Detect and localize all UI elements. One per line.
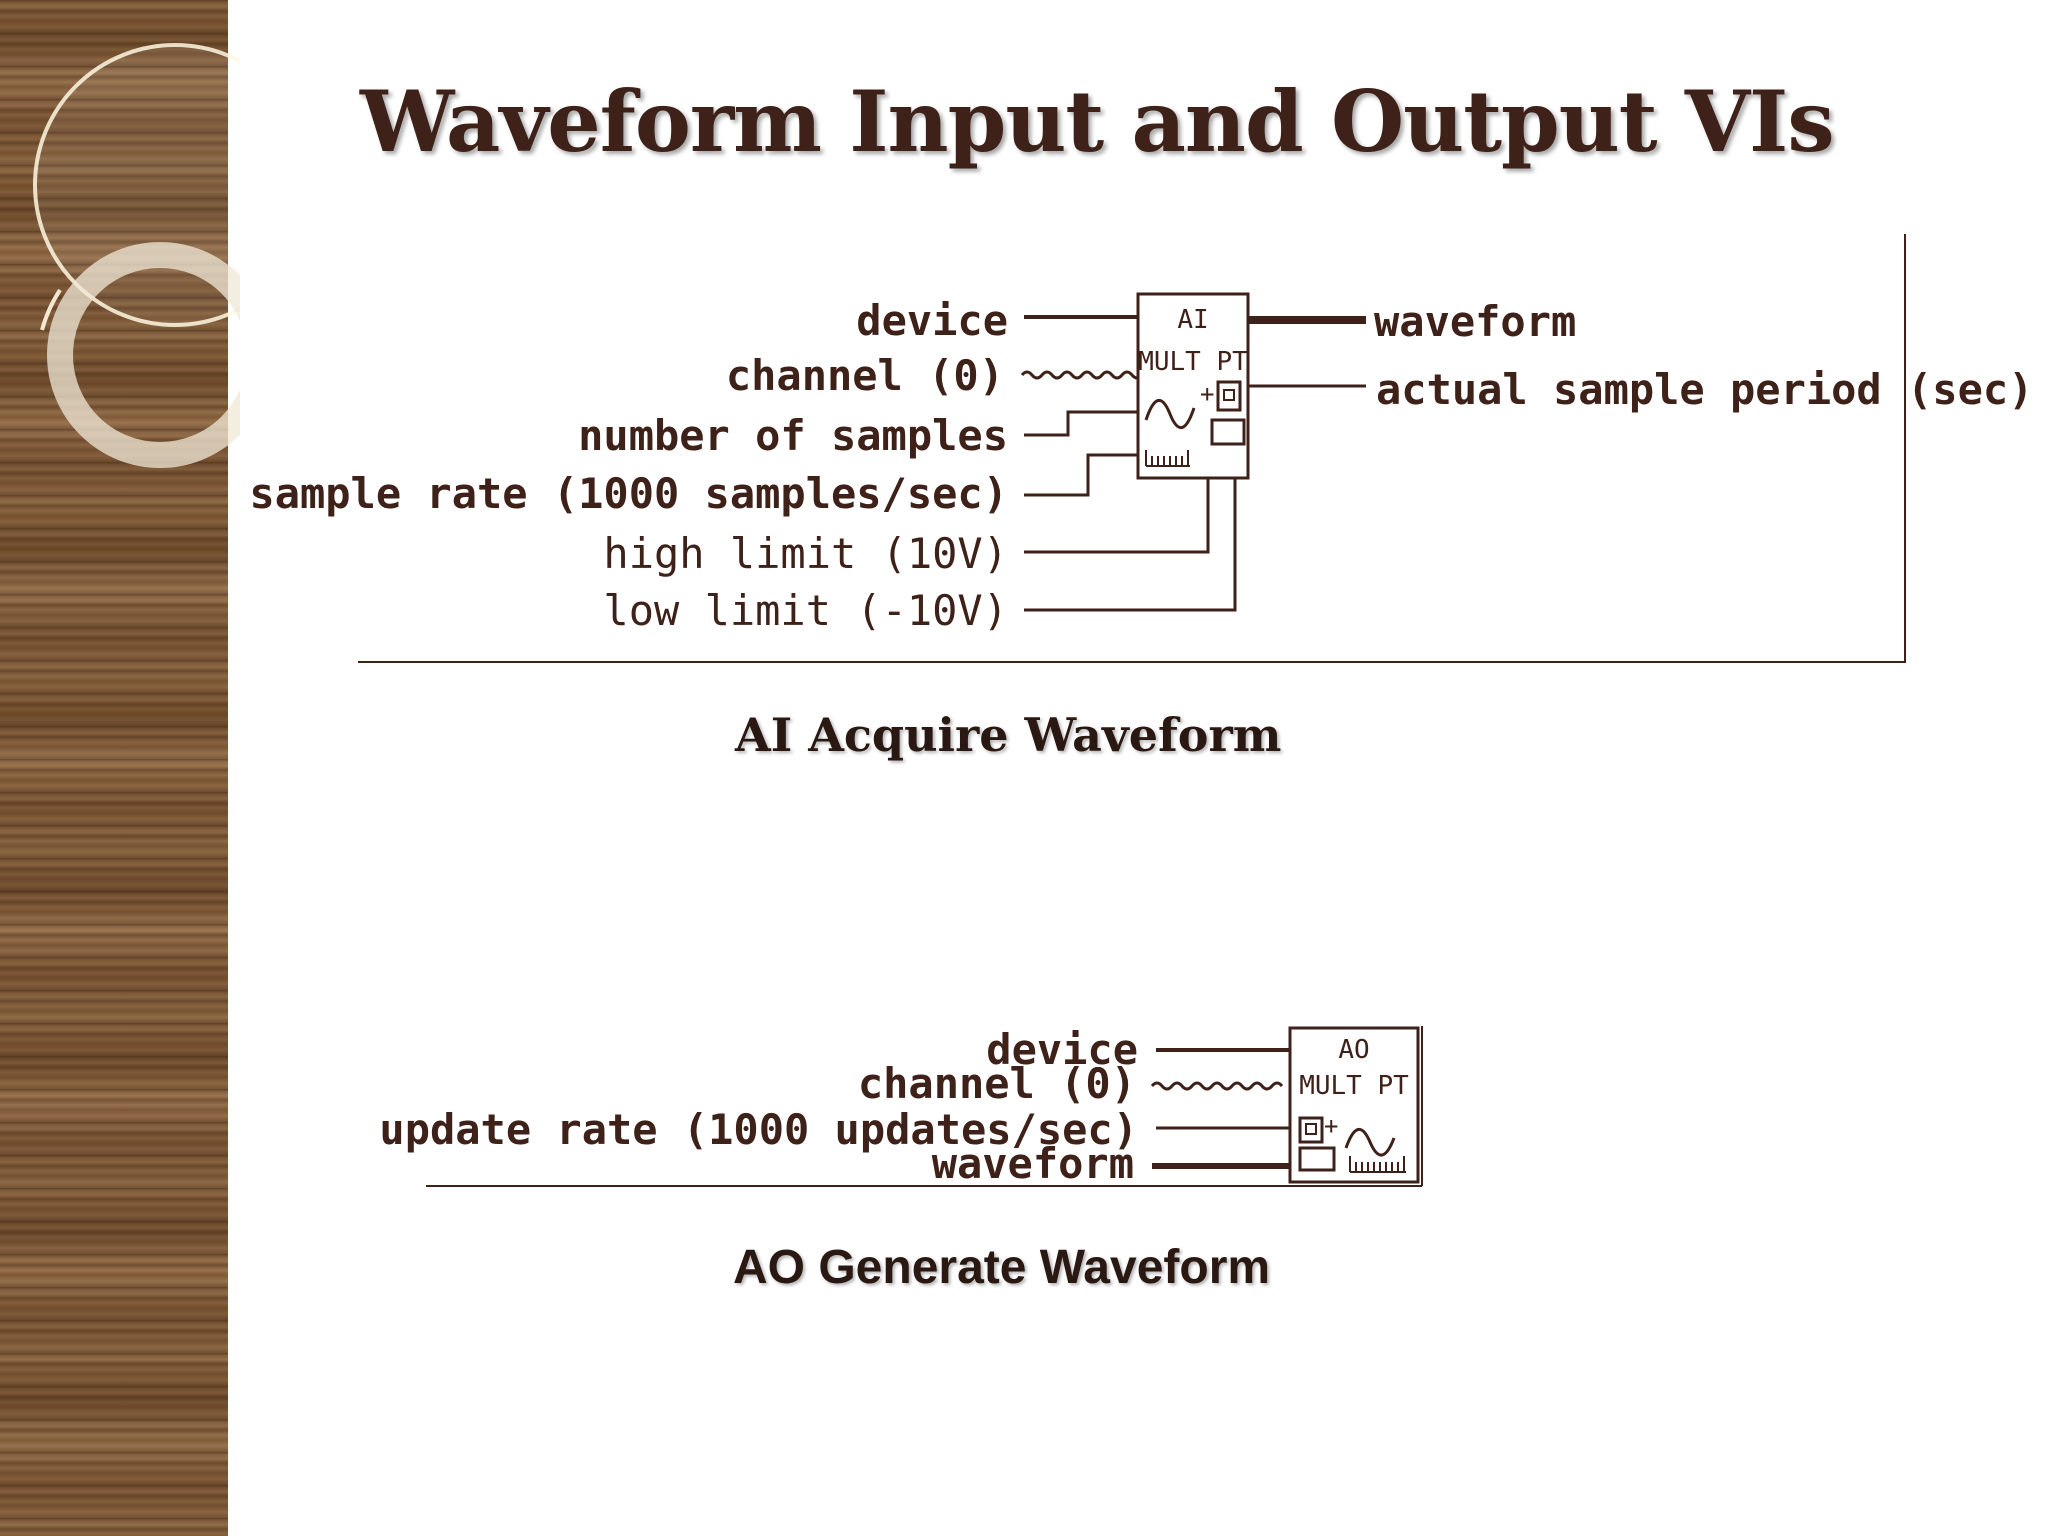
- ao-input-update-rate: update rate (1000 updates/sec): [379, 1105, 1138, 1154]
- ao-input-device: device: [986, 1025, 1138, 1074]
- ai-output-period: actual sample period (sec): [1376, 365, 2033, 414]
- ai-input-high-limit: high limit (10V): [603, 529, 1008, 578]
- ao-samples-bar-icon: [1349, 1156, 1406, 1173]
- buffer-inner-icon: [1223, 389, 1235, 401]
- buffer-icon: [1216, 380, 1242, 412]
- ao-input-wires: [1150, 1048, 1290, 1169]
- ao-icon-label: AO: [1338, 1035, 1369, 1065]
- ai-mult-pt-icon: AI MULT PT +: [1136, 292, 1250, 480]
- ai-input-device: device: [856, 296, 1008, 345]
- ai-icon-label: AI: [1177, 305, 1208, 335]
- ai-output-waveform: waveform: [1374, 297, 1576, 346]
- ai-caption: AI Acquire Waveform: [735, 708, 1282, 762]
- ao-input-channel: channel (0): [858, 1059, 1136, 1108]
- ai-input-channel: channel (0): [726, 351, 1004, 400]
- ai-input-low-limit: low limit (-10V): [603, 586, 1008, 635]
- ao-generate-diagram: device channel (0) update rate (1000 upd…: [379, 1025, 1423, 1188]
- ai-input-sample-rate: sample rate (1000 samples/sec): [249, 469, 1008, 518]
- sine-wave-icon: [1144, 399, 1196, 429]
- ao-disk-icon: [1298, 1146, 1336, 1172]
- ai-input-number-of-samples: number of samples: [578, 411, 1008, 460]
- ai-acquire-diagram: device channel (0) number of samples sam…: [249, 234, 2033, 663]
- disk-icon: [1210, 418, 1246, 446]
- slide-title: Waveform Input and Output VIs: [360, 72, 1835, 171]
- ai-input-wires: [1020, 315, 1237, 612]
- ao-buffer-icon: [1298, 1116, 1324, 1144]
- ao-mult-pt-icon: AO MULT PT +: [1288, 1026, 1423, 1186]
- ao-buffer-inner-icon: [1305, 1123, 1317, 1135]
- samples-bar-icon: [1145, 450, 1190, 467]
- ai-icon-sublabel: MULT PT: [1138, 347, 1248, 377]
- ao-plus-icon: +: [1324, 1112, 1338, 1140]
- plus-icon: +: [1200, 380, 1214, 408]
- ao-icon-sublabel: MULT PT: [1299, 1071, 1409, 1101]
- ao-caption: AO Generate Waveform: [733, 1241, 1271, 1294]
- ao-sine-wave-icon: [1344, 1128, 1396, 1157]
- decorative-rings: [33, 43, 240, 468]
- ao-input-waveform: waveform: [932, 1139, 1134, 1188]
